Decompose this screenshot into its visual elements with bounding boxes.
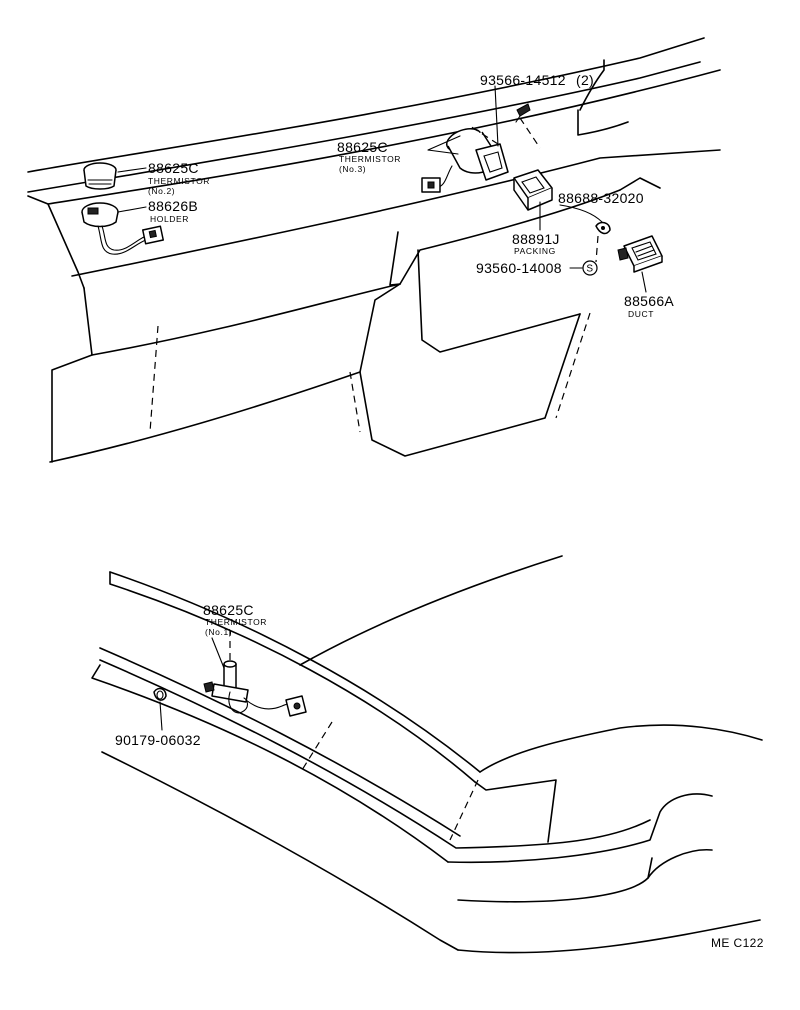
- thermistor-no3-part: [421, 128, 509, 193]
- screw-upper-part: [515, 103, 531, 123]
- callout-clip: 88688-32020: [558, 190, 644, 206]
- callout-duct: 88566A DUCT: [624, 293, 674, 319]
- callout-thermistor-no2: 88625C THERMISTOR (No.2): [148, 160, 210, 196]
- callout-nut: 90179-06032: [115, 732, 201, 748]
- nut-part: [153, 687, 167, 701]
- part-name: THERMISTOR: [148, 176, 210, 186]
- part-name: THERMISTOR: [339, 154, 401, 164]
- part-name: HOLDER: [150, 214, 189, 224]
- body-panel: [91, 555, 763, 954]
- packing-part: [513, 169, 553, 211]
- part-name: PACKING: [514, 246, 556, 256]
- figure-code: ME C122: [711, 936, 764, 950]
- callout-thermistor-no1: 88625C THERMISTOR (No.1): [203, 602, 267, 637]
- callout-packing: 88891J PACKING: [512, 231, 560, 256]
- dashboard-panel: [27, 37, 721, 463]
- part-name: THERMISTOR: [205, 617, 267, 627]
- thermistor-no2-wire: [97, 225, 165, 255]
- part-number: 88625C: [337, 139, 388, 155]
- thermistor-no2-part: [83, 162, 117, 190]
- holder-part: [81, 202, 119, 228]
- part-name: DUCT: [628, 309, 654, 319]
- part-number: 93560-14008: [476, 260, 562, 276]
- leader-lines: [117, 85, 647, 731]
- part-number: 93566-14512: [480, 72, 566, 88]
- part-number: 88566A: [624, 293, 674, 309]
- part-number: 88626B: [148, 198, 198, 214]
- thermistor-no1-part: [203, 660, 307, 717]
- callout-holder: 88626B HOLDER: [148, 198, 198, 224]
- circled-s-icon: [582, 260, 598, 276]
- part-number: 88688-32020: [558, 190, 644, 206]
- callout-screw-upper: 93566-14512 (2): [480, 72, 594, 88]
- part-variant: (No.2): [148, 186, 175, 196]
- callout-thermistor-no3: 88625C THERMISTOR (No.3): [337, 139, 401, 174]
- part-quantity: (2): [576, 72, 594, 88]
- part-number: 88891J: [512, 231, 560, 247]
- part-mark: S: [586, 264, 593, 275]
- part-number: 88625C: [203, 602, 254, 618]
- part-number: 88625C: [148, 160, 199, 176]
- duct-part: [617, 235, 663, 273]
- callout-screw-s: 93560-14008 S: [476, 260, 598, 276]
- part-variant: (No.1): [205, 627, 232, 637]
- clip-part: [595, 221, 611, 235]
- part-variant: (No.3): [339, 164, 366, 174]
- part-number: 90179-06032: [115, 732, 201, 748]
